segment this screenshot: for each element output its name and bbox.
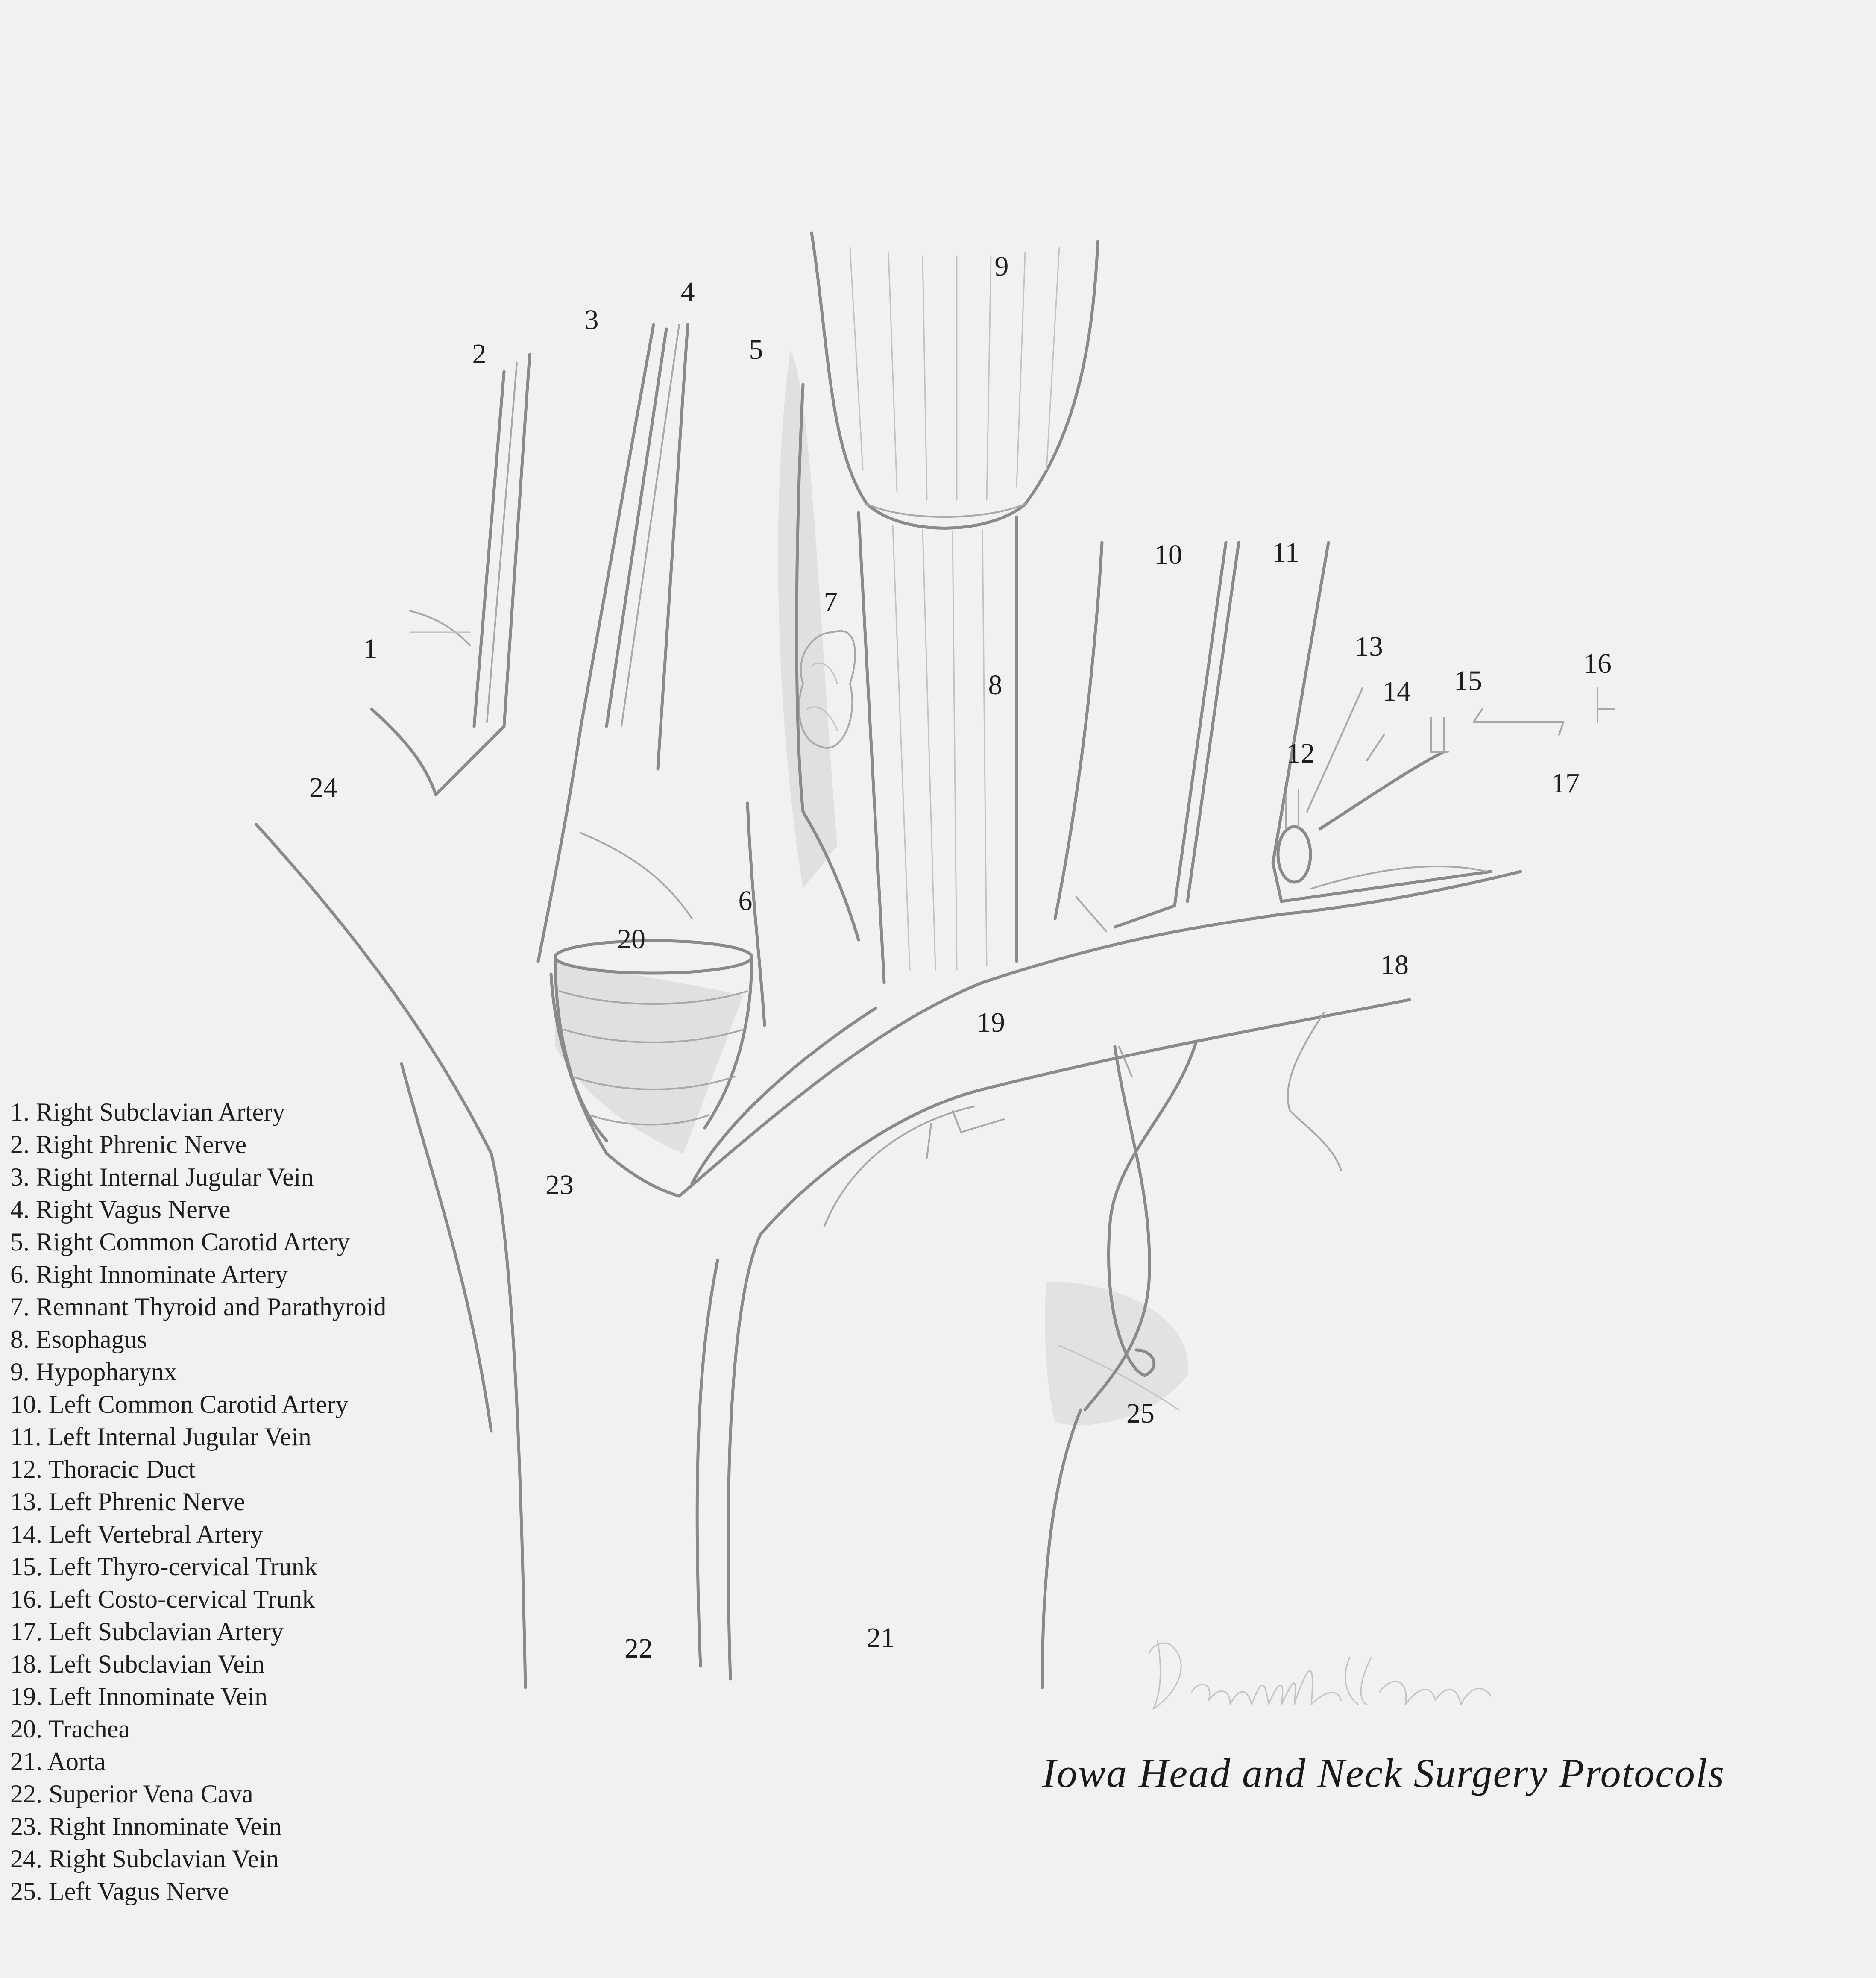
esophagus [857,511,1018,984]
callout-24: 24 [309,772,337,803]
legend-item: 11. Left Internal Jugular Vein [10,1423,311,1451]
figure-caption: Iowa Head and Neck Surgery Protocols [1042,1750,1725,1796]
left-vagus-nerve [1083,1041,1198,1412]
callout-4: 4 [681,276,695,308]
callout-12: 12 [1287,738,1315,769]
callout-3: 3 [585,304,599,335]
left-common-carotid [1053,541,1240,932]
callout-9: 9 [995,251,1009,282]
right-phrenic-nerve [472,353,531,728]
legend-item: 1. Right Subclavian Artery [10,1098,285,1126]
legend-item: 7. Remnant Thyroid and Parathyroid [10,1293,387,1321]
trachea [554,939,753,1142]
callout-8: 8 [988,669,1002,701]
callout-2: 2 [472,338,487,370]
callout-1: 1 [363,633,378,664]
callout-15: 15 [1454,665,1482,696]
callout-19: 19 [977,1007,1005,1038]
hypopharynx [810,231,1099,530]
callout-6: 6 [739,885,753,916]
right-internal-jugular-vein [536,323,689,963]
remnant-thyroid [798,630,856,749]
callout-17: 17 [1551,768,1580,799]
callout-20: 20 [617,924,645,955]
legend-item: 21. Aorta [10,1747,106,1776]
left-innominate-vein [677,870,1522,1236]
aorta [695,1233,1180,1689]
legend-item: 24. Right Subclavian Vein [10,1845,279,1873]
legend-item: 5. Right Common Carotid Artery [10,1228,350,1256]
legend-item: 19. Left Innominate Vein [10,1682,268,1711]
callout-25: 25 [1126,1398,1155,1429]
callout-22: 22 [624,1633,653,1664]
artist-signature [1148,1640,1492,1710]
legend-item: 18. Left Subclavian Vein [10,1650,265,1678]
callout-18: 18 [1381,949,1409,980]
legend-item: 12. Thoracic Duct [10,1455,196,1483]
legend-item: 14. Left Vertebral Artery [10,1520,264,1548]
legend-item: 13. Left Phrenic Nerve [10,1488,245,1516]
legend-item: 2. Right Phrenic Nerve [10,1130,247,1159]
diagram-callouts: 1 2 3 4 5 6 7 8 9 10 11 12 13 14 15 16 1… [309,251,1612,1664]
legend-item: 8. Esophagus [10,1325,147,1353]
legend-item: 10. Left Common Carotid Artery [10,1390,349,1418]
right-common-carotid [746,383,860,1027]
callout-23: 23 [545,1169,574,1200]
legend-item: 23. Right Innominate Vein [10,1812,282,1840]
callout-16: 16 [1583,648,1612,679]
legend-item: 15. Left Thyro-cervical Trunk [10,1552,317,1581]
legend-item: 9. Hypopharynx [10,1358,177,1386]
legend-item: 22. Superior Vena Cava [10,1780,253,1808]
callout-21: 21 [867,1622,895,1653]
legend-item: 20. Trachea [10,1715,130,1743]
legend-item: 6. Right Innominate Artery [10,1260,288,1288]
legend-item: 16. Left Costo-cervical Trunk [10,1585,315,1613]
callout-13: 13 [1355,631,1383,662]
right-innominate-vein [255,823,693,1689]
right-subclavian-artery [370,610,506,796]
callout-14: 14 [1383,676,1411,707]
left-subclavian-branches [1276,687,1615,889]
callout-5: 5 [749,334,763,365]
legend-item: 4. Right Vagus Nerve [10,1195,231,1224]
left-internal-jugular-vein [1271,541,1492,903]
legend-item: 3. Right Internal Jugular Vein [10,1163,314,1191]
callout-10: 10 [1154,539,1182,570]
callout-7: 7 [824,586,838,617]
callout-11: 11 [1272,537,1299,568]
legend-item: 25. Left Vagus Nerve [10,1877,229,1905]
legend-item: 17. Left Subclavian Artery [10,1617,284,1646]
legend: 1. Right Subclavian Artery 2. Right Phren… [10,1096,480,1908]
